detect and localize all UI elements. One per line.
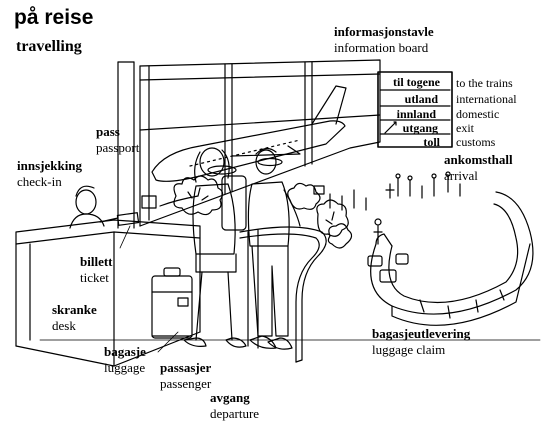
board-translation-international: international bbox=[456, 92, 517, 106]
label-arrival-en: arrival bbox=[444, 168, 478, 183]
label-luggage: bagasje luggage bbox=[104, 344, 146, 376]
label-luggage-en: luggage bbox=[104, 360, 146, 375]
label-information-board-no: informasjonstavle bbox=[334, 24, 434, 39]
information-board bbox=[377, 71, 453, 148]
traveller-man bbox=[247, 147, 301, 350]
label-arrival-no: ankomsthall bbox=[444, 152, 513, 167]
airplane-icon bbox=[151, 85, 347, 182]
label-passport: pass passport bbox=[96, 124, 139, 156]
board-translation-domestic: domestic bbox=[456, 107, 500, 121]
railing bbox=[239, 226, 327, 363]
board-sign-domestic: innland bbox=[396, 107, 436, 121]
label-luggage-claim-no: bagasjeutlevering bbox=[372, 326, 471, 341]
clerk bbox=[69, 185, 140, 229]
luggage-conveyor bbox=[367, 191, 534, 326]
label-check-in: innsjekking check-in bbox=[17, 158, 82, 190]
label-desk-no: skranke bbox=[52, 302, 97, 317]
label-ticket-en: ticket bbox=[80, 270, 109, 285]
pillar bbox=[117, 61, 135, 229]
label-departure-no: avgang bbox=[210, 390, 250, 405]
label-arrival: ankomsthall arrival bbox=[444, 152, 513, 184]
label-desk: skranke desk bbox=[52, 302, 97, 334]
board-translation-trains: to the trains bbox=[456, 76, 513, 90]
board-translation-customs: customs bbox=[456, 135, 496, 149]
label-information-board-en: information board bbox=[334, 40, 429, 55]
label-passport-en: passport bbox=[96, 140, 140, 155]
label-desk-en: desk bbox=[52, 318, 76, 333]
label-passenger-no: passasjer bbox=[160, 360, 212, 375]
arrival-crowd bbox=[313, 171, 461, 211]
label-check-in-no: innsjekking bbox=[17, 158, 83, 173]
board-translation-exit: exit bbox=[456, 121, 474, 135]
traveller-woman bbox=[141, 147, 247, 348]
label-ticket: billett ticket bbox=[80, 254, 113, 286]
label-passenger-en: passenger bbox=[160, 376, 212, 391]
board-sign-exit: utgang bbox=[402, 121, 438, 135]
label-passport-no: pass bbox=[96, 124, 120, 139]
suitcase-icon bbox=[151, 267, 193, 339]
window bbox=[139, 59, 381, 227]
label-information-board: informasjonstavle information board bbox=[334, 24, 434, 56]
label-departure: avgang departure bbox=[210, 390, 259, 422]
label-passenger: passasjer passenger bbox=[160, 360, 211, 392]
label-luggage-claim-en: luggage claim bbox=[372, 342, 446, 357]
leader-lines bbox=[119, 225, 179, 353]
label-departure-en: departure bbox=[210, 406, 260, 421]
label-luggage-claim: bagasjeutlevering luggage claim bbox=[372, 326, 470, 358]
label-luggage-no: bagasje bbox=[104, 344, 146, 359]
board-sign-customs: toll bbox=[423, 135, 440, 149]
board-sign-trains: til togene bbox=[393, 75, 440, 89]
label-ticket-no: billett bbox=[80, 254, 113, 269]
title-english: travelling bbox=[16, 38, 82, 55]
title-norwegian: på reise bbox=[14, 6, 94, 29]
board-sign-international: utland bbox=[404, 92, 438, 106]
label-check-in-en: check-in bbox=[17, 174, 62, 189]
